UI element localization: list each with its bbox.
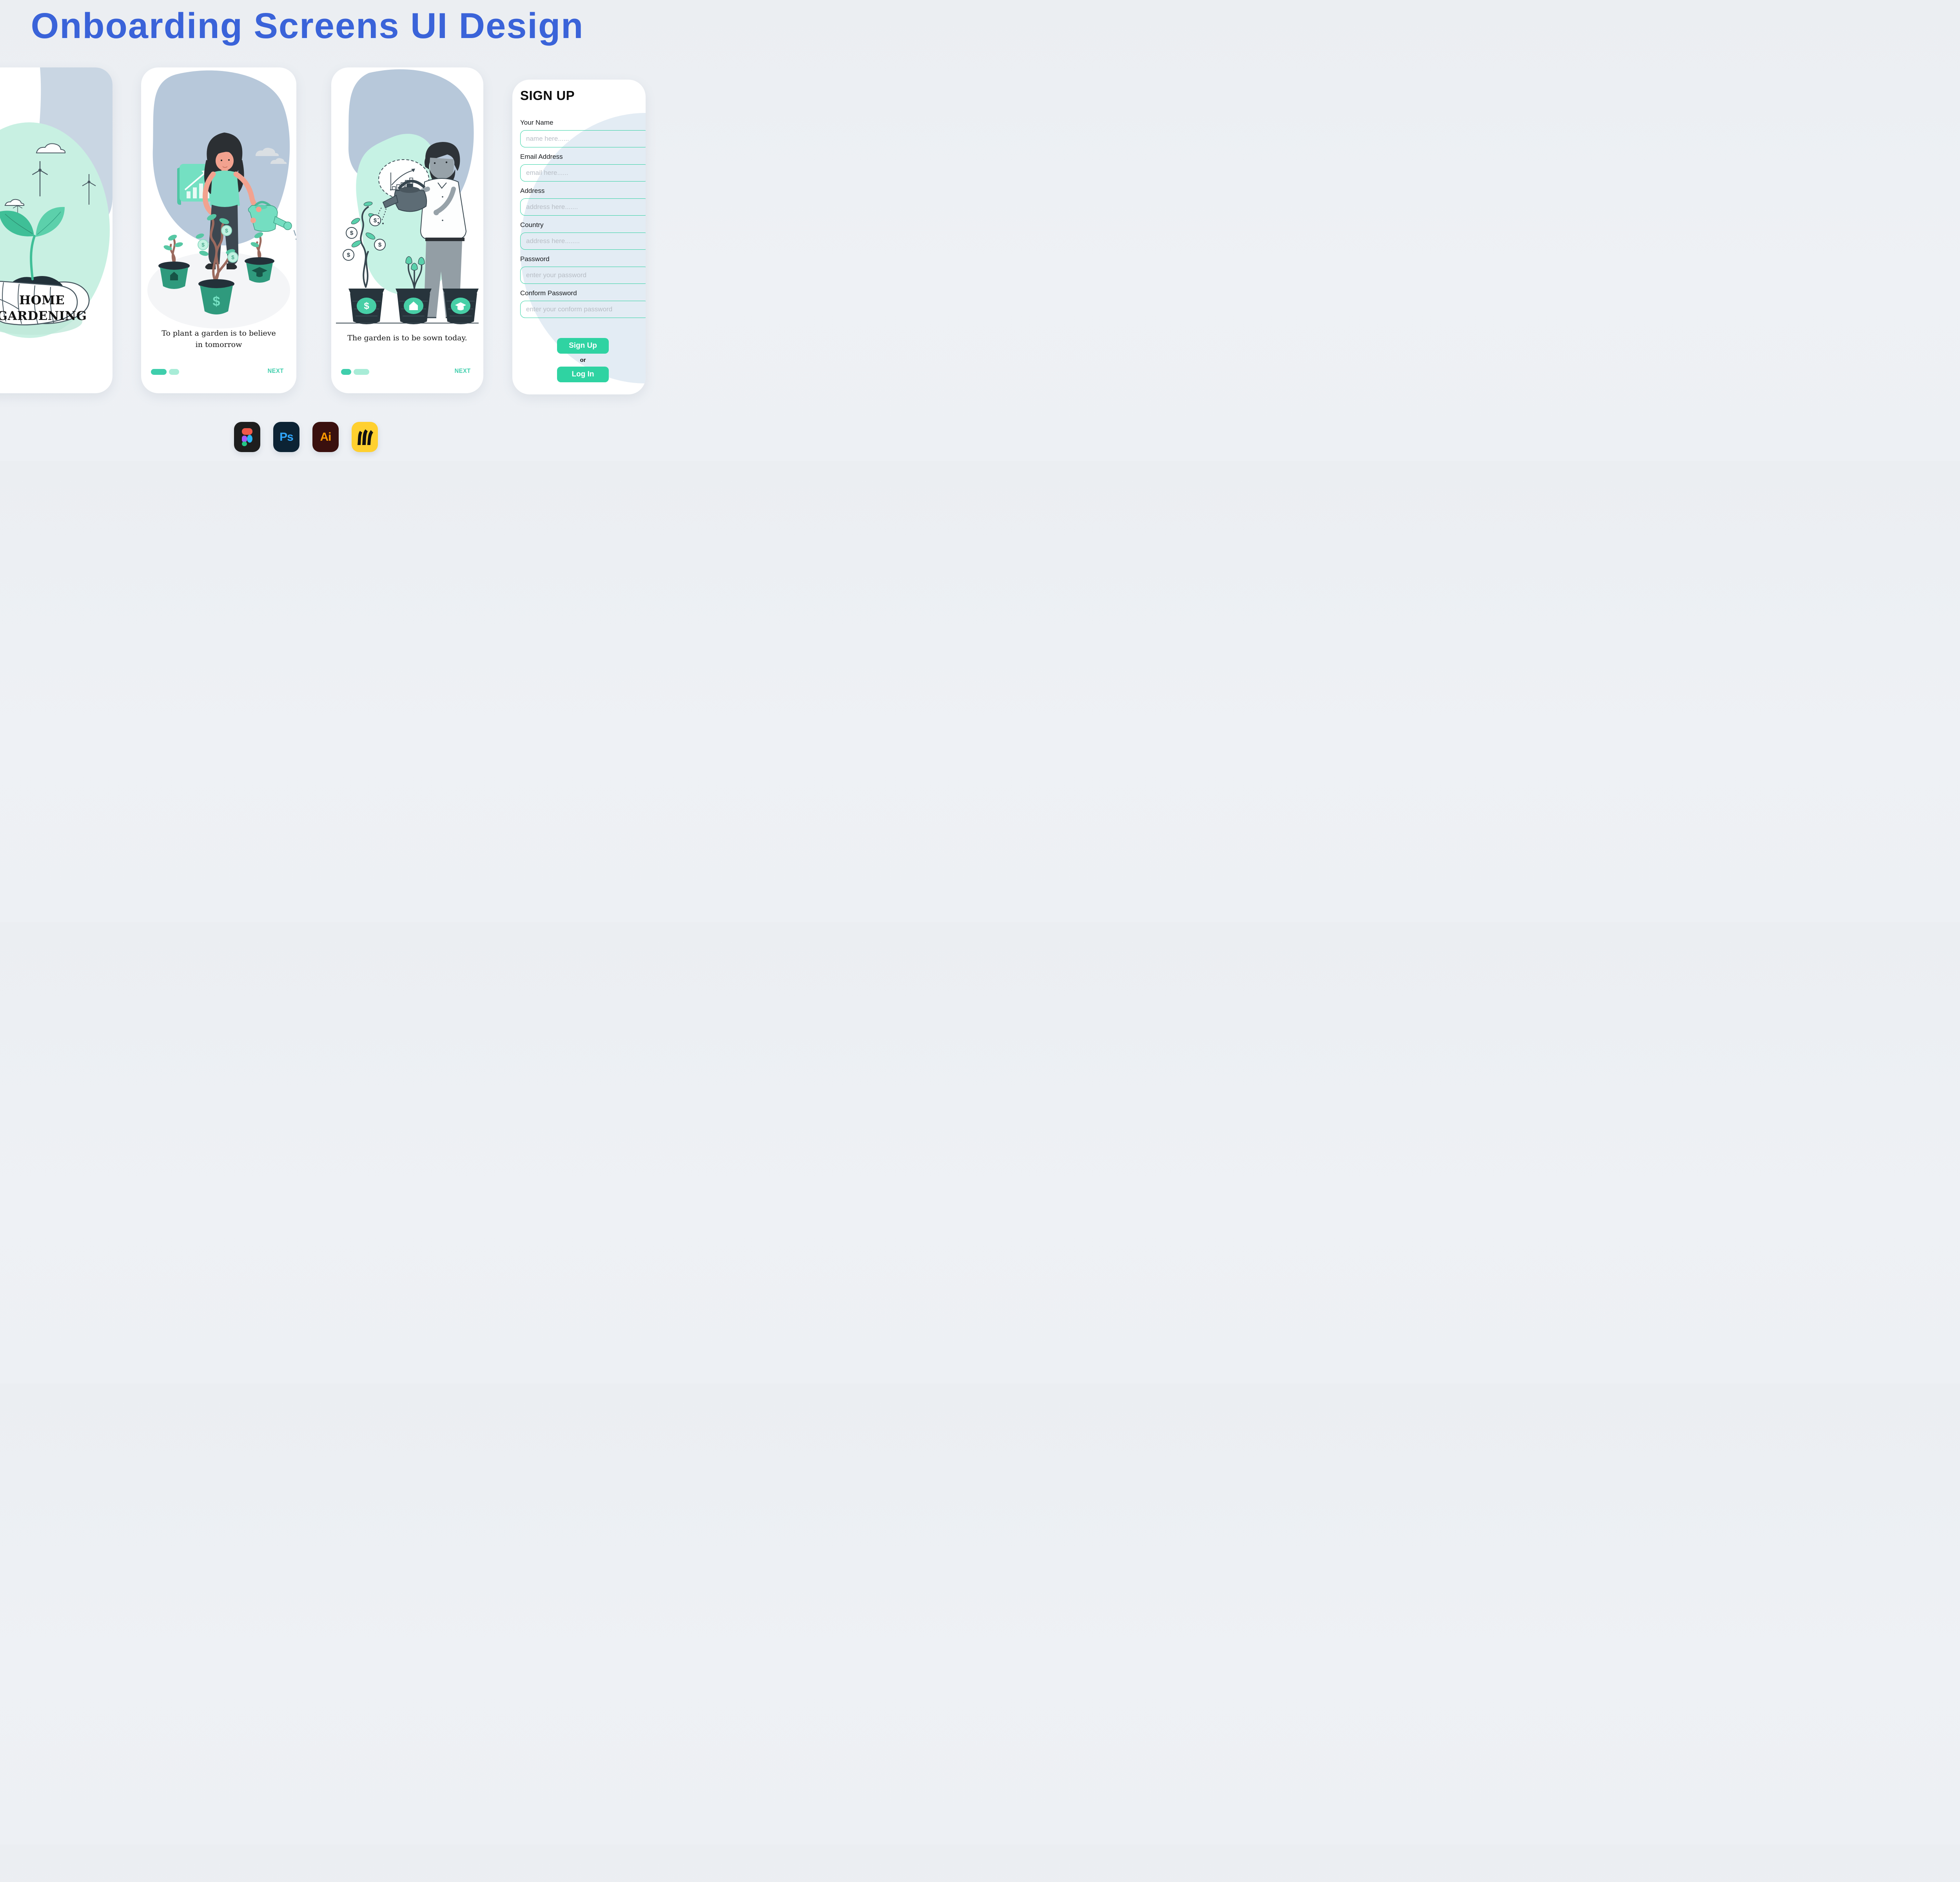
- sprout-plant: [405, 256, 425, 289]
- home-title-line2: GARDENING: [0, 309, 87, 323]
- page-title: Onboarding Screens UI Design: [31, 6, 584, 46]
- confirm-password-input[interactable]: [520, 301, 646, 318]
- onboarding-quote: The garden is to be sown today.: [331, 332, 483, 344]
- home-title-line1: HOME: [19, 293, 65, 307]
- quote-line1: To plant a garden is to believe: [162, 329, 276, 338]
- email-field-group: Email Address: [520, 153, 646, 182]
- dollar-pot: $: [348, 289, 385, 324]
- onboarding-quote: To plant a garden is to believe in tomor…: [141, 328, 296, 350]
- email-input[interactable]: [520, 164, 646, 182]
- illustrator-letters: Ai: [320, 430, 332, 443]
- name-label: Your Name: [520, 119, 554, 126]
- pagination-dot[interactable]: [169, 369, 179, 375]
- confirm-password-label: Conform Password: [520, 289, 577, 297]
- pagination-dot-active[interactable]: [354, 369, 369, 375]
- address-field-group: Address: [520, 187, 646, 216]
- woman-watering-illustration: $ $ $ $: [147, 70, 296, 329]
- pagination-dot[interactable]: [341, 369, 351, 375]
- svg-text:$: $: [213, 294, 220, 309]
- password-input[interactable]: [520, 267, 646, 284]
- watering-kettle-icon: [377, 180, 427, 224]
- country-label: Country: [520, 221, 544, 229]
- next-button[interactable]: NEXT: [454, 368, 471, 374]
- email-label: Email Address: [520, 153, 563, 160]
- home-gardening-title: HOME GARDENING: [0, 292, 113, 324]
- address-label: Address: [520, 187, 545, 194]
- man-watering-illustration: $ $ $ $: [336, 69, 479, 324]
- screen-home-gardening: HOME GARDENING: [0, 67, 113, 393]
- pagination-dots[interactable]: [341, 369, 369, 375]
- svg-text:$: $: [225, 227, 228, 234]
- login-button[interactable]: Log In: [557, 367, 609, 382]
- name-input[interactable]: [520, 130, 646, 147]
- country-field-group: Country: [520, 221, 646, 250]
- country-input[interactable]: [520, 233, 646, 250]
- miro-icon: [352, 422, 378, 452]
- dollar-pot-plant: $ $ $ $: [196, 214, 238, 314]
- cloud-icon: [4, 143, 66, 206]
- graduation-pot-plant: [245, 232, 274, 283]
- pagination-dot-active[interactable]: [151, 369, 167, 375]
- quote-line2: in tomorrow: [195, 340, 242, 349]
- photoshop-letters: Ps: [279, 430, 294, 443]
- svg-text:$: $: [347, 252, 350, 258]
- house-pot: [396, 289, 432, 324]
- svg-text:$: $: [201, 242, 205, 248]
- graduation-pot: [443, 289, 479, 324]
- illustrator-icon: Ai: [312, 422, 339, 452]
- or-label: or: [580, 357, 586, 363]
- watering-can-icon: [248, 201, 296, 240]
- coin-icon: $ $ $: [198, 225, 238, 263]
- cloud-icon: [256, 147, 287, 164]
- password-field-group: Password: [520, 255, 646, 284]
- svg-text:$: $: [350, 230, 354, 236]
- svg-text:$: $: [231, 254, 234, 260]
- screen-signup: SIGN UP Your Name Email Address Address …: [512, 80, 646, 394]
- next-button[interactable]: NEXT: [267, 368, 284, 374]
- coin-icon: $ $ $ $: [343, 214, 386, 261]
- svg-text:$: $: [364, 301, 369, 311]
- tool-icons-row: Ps Ai: [234, 422, 378, 452]
- pagination-dots[interactable]: [151, 369, 179, 375]
- password-label: Password: [520, 255, 550, 263]
- name-field-group: Your Name: [520, 119, 646, 147]
- photoshop-icon: Ps: [273, 422, 299, 452]
- screen-onboarding-sow: $ $ $ $: [331, 67, 483, 393]
- money-plant: $ $ $ $: [343, 202, 386, 288]
- hands-sprout-illustration: [0, 67, 113, 338]
- signup-heading: SIGN UP: [520, 88, 575, 103]
- svg-text:$: $: [374, 217, 377, 224]
- signup-button[interactable]: Sign Up: [557, 338, 609, 354]
- figma-icon: [234, 422, 260, 452]
- screen-onboarding-plant: $ $ $ $ To plant a garden is to believe …: [141, 67, 296, 393]
- svg-text:$: $: [378, 242, 382, 248]
- address-input[interactable]: [520, 198, 646, 216]
- confirm-password-field-group: Conform Password: [520, 289, 646, 318]
- house-pot-plant: [158, 234, 190, 289]
- quote-line: The garden is to be sown today.: [347, 334, 467, 342]
